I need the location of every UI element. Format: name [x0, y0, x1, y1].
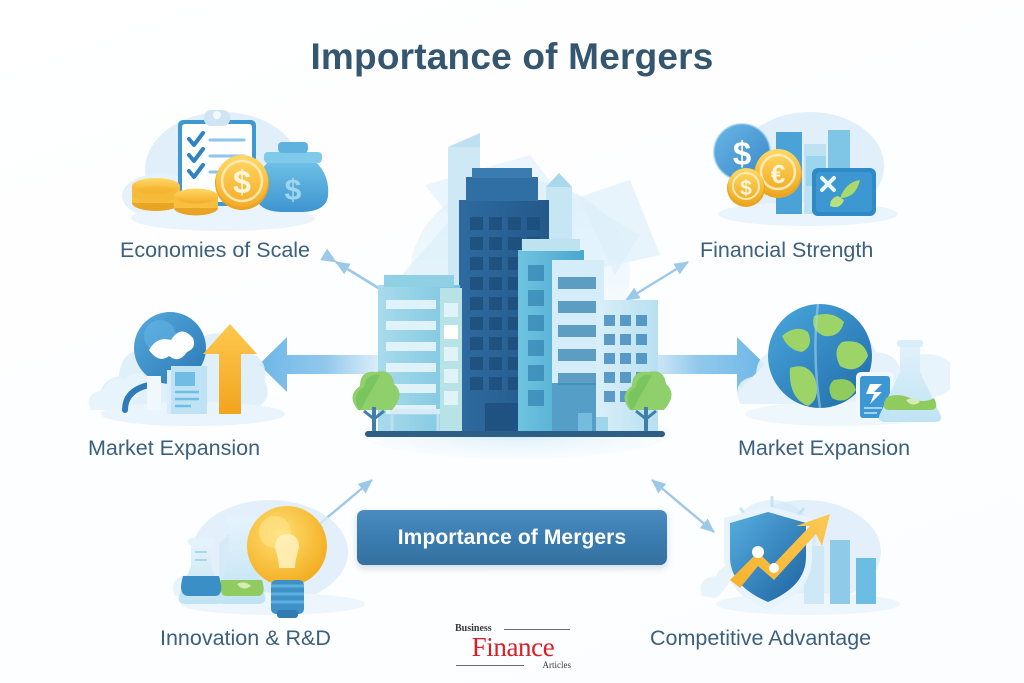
coin-stack-right — [174, 188, 218, 216]
svg-text:$: $ — [285, 174, 302, 207]
node-label-market-expansion-left: Market Expansion — [88, 436, 261, 460]
center-banner-label: Importance of Mergers — [397, 525, 627, 549]
node-label-financial-strength: Financial Strength — [700, 238, 874, 262]
dollar-euro-coins-barchart-calculator-icon: $ € $ — [700, 100, 915, 235]
magnifier-map-uparrow-documents-icon — [85, 298, 300, 433]
arrow-center-to-top-right — [625, 260, 689, 302]
arrow-center-to-right — [614, 337, 765, 392]
svg-text:$: $ — [733, 135, 751, 172]
clipboard-checklist-coins-moneybag-icon: $ — [118, 100, 343, 235]
tree-right — [624, 371, 672, 435]
logo-line-business: Business — [452, 623, 574, 634]
arrow-center-to-bottom-right — [651, 479, 715, 533]
brand-logo: Business Finance Articles — [452, 622, 574, 670]
globe-flask-phone-icon — [730, 298, 950, 433]
node-label-economies-of-scale: Economies of Scale — [120, 238, 311, 262]
node-label-market-expansion-right: Market Expansion — [738, 436, 911, 460]
node-label-competitive-advantage: Competitive Advantage — [650, 626, 872, 650]
center-banner: Importance of Mergers — [357, 510, 667, 565]
flasks-lightbulb-icon — [165, 488, 380, 623]
node-label-innovation-rd: Innovation & R&D — [160, 626, 331, 650]
svg-text:$: $ — [740, 177, 752, 200]
svg-text:€: € — [771, 159, 785, 189]
coin-stack-left — [132, 178, 180, 211]
svg-text:$: $ — [233, 164, 251, 200]
logo-line-articles: Articles — [452, 660, 574, 670]
arrow-center-to-left — [259, 337, 410, 392]
city-buildings-icon — [330, 125, 700, 470]
tree-left — [352, 371, 400, 435]
logo-line-finance: Finance — [471, 632, 555, 662]
shield-growth-arrow-barchart-icon — [700, 488, 915, 623]
page-title: Importance of Mergers — [310, 36, 714, 77]
